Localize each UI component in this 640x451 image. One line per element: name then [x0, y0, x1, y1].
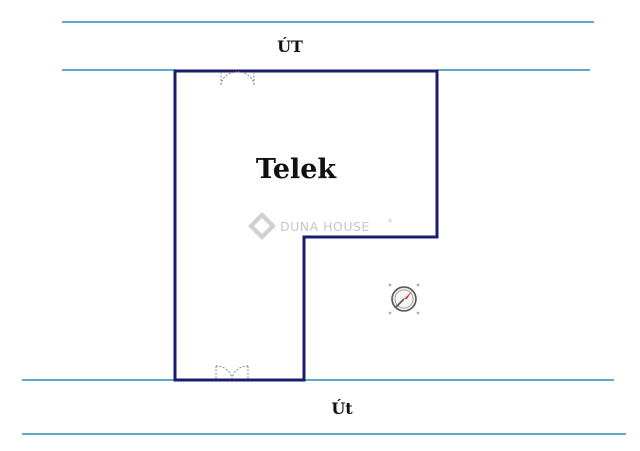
watermark-text: DUNA HOUSE: [280, 219, 370, 234]
plot-label: Telek: [256, 154, 338, 185]
top-gate-icon: [220, 71, 255, 86]
plot-outline: [173, 69, 439, 382]
compass-needle: [404, 291, 412, 299]
compass-icon: [388, 283, 420, 315]
top-road-label: ÚT: [277, 36, 303, 56]
bottom-road-label: Út: [331, 398, 353, 418]
watermark-registered-mark: ®: [387, 218, 393, 225]
bottom-gate-icon: [215, 365, 249, 380]
duna-house-logo-icon: [248, 212, 276, 240]
